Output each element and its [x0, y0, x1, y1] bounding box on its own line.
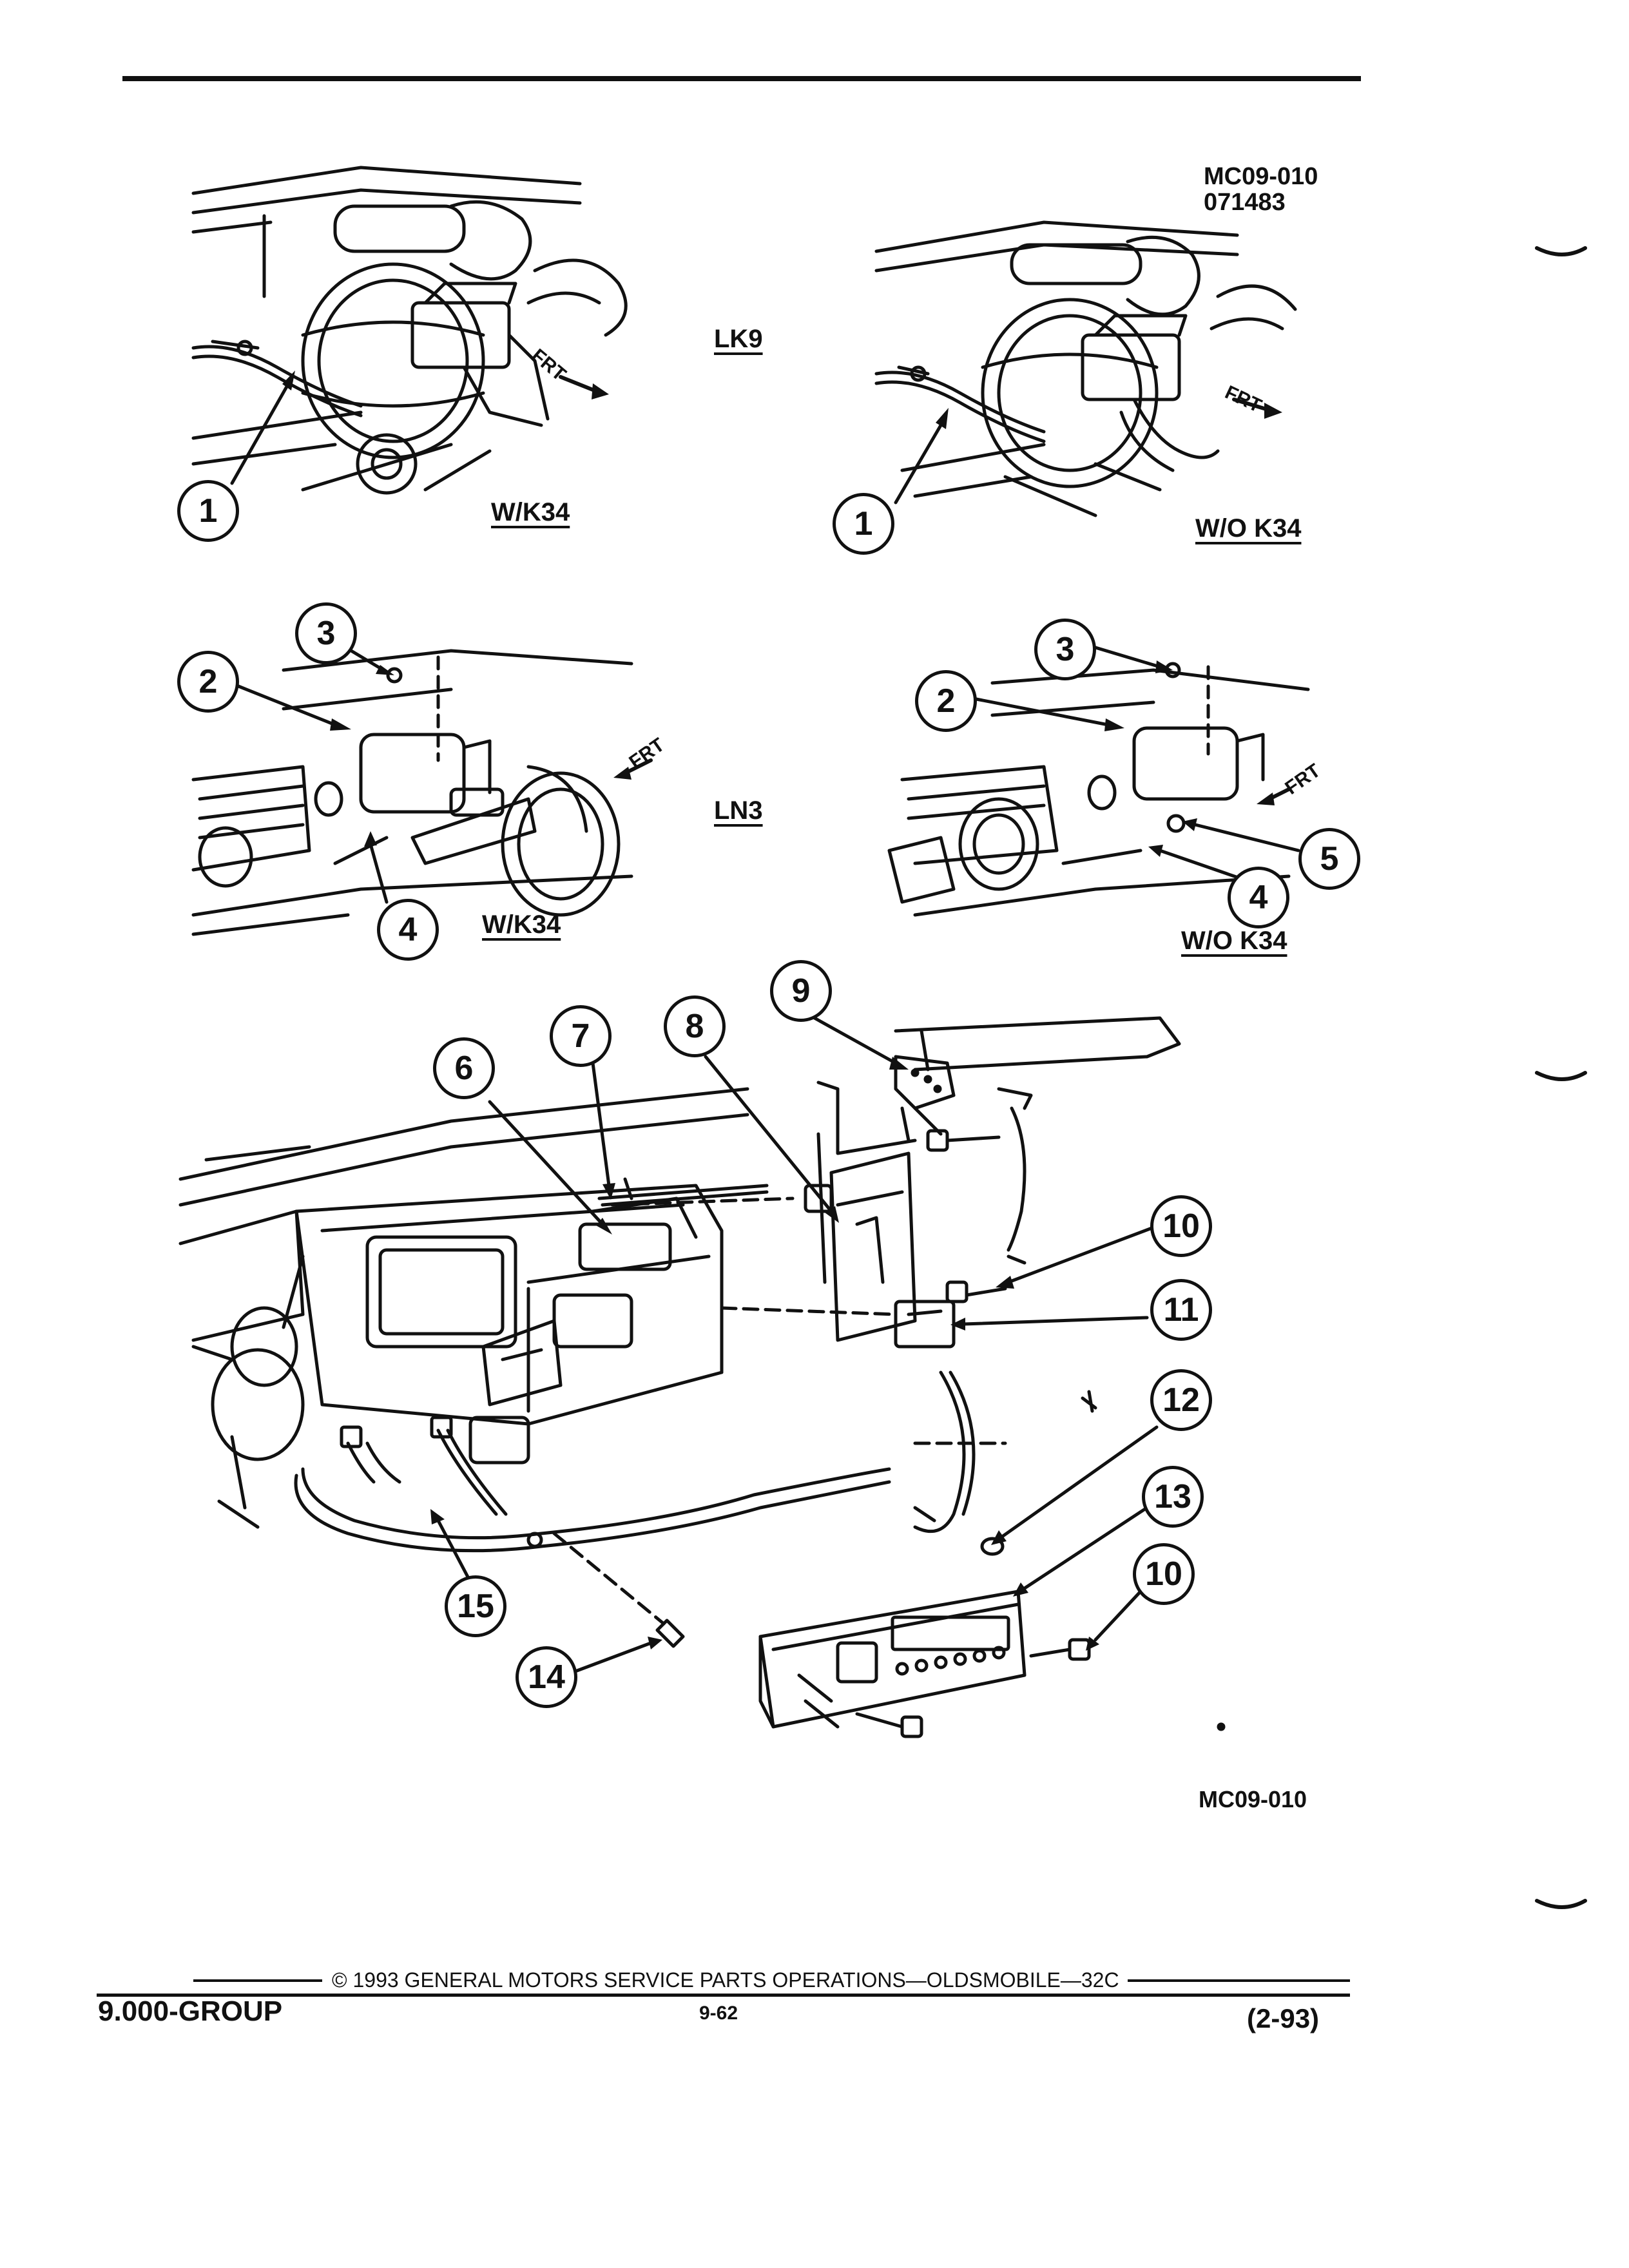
- footer-rule-right: [1128, 1979, 1350, 1982]
- callout-3-left: 3: [295, 602, 357, 664]
- footer-page-number: 9-62: [699, 2003, 738, 2024]
- callout-1-left: 1: [177, 480, 239, 542]
- option-label-ln3-without-k34: W/O K34: [1181, 927, 1287, 955]
- figure-date-top: 071483: [1204, 189, 1286, 216]
- callout-10-lower: 10: [1133, 1543, 1195, 1605]
- callout-12: 12: [1150, 1369, 1212, 1431]
- illustration-lk9-without-k34: [874, 220, 1297, 517]
- illustration-ln3-with-k34: [191, 649, 653, 936]
- top-rule: [122, 76, 1361, 81]
- callout-15: 15: [445, 1575, 506, 1637]
- callout-13: 13: [1142, 1466, 1204, 1528]
- callout-4-left: 4: [377, 899, 439, 961]
- footer-copyright: © 1993 GENERAL MOTORS SERVICE PARTS OPER…: [332, 1968, 1119, 1992]
- footer-group: 9.000-GROUP: [98, 1995, 283, 2027]
- callout-2-right: 2: [915, 670, 977, 732]
- callout-2-left: 2: [177, 651, 239, 713]
- callout-9: 9: [770, 960, 832, 1022]
- callout-8: 8: [664, 995, 726, 1057]
- callout-10-upper: 10: [1150, 1195, 1212, 1257]
- figure-id-top: MC09-010: [1204, 163, 1318, 190]
- callout-1-right: 1: [833, 493, 894, 555]
- illustration-ln3-without-k34: [887, 646, 1310, 917]
- option-label-lk9-with-k34: W/K34: [491, 498, 570, 526]
- option-label-lk9-without-k34: W/O K34: [1195, 514, 1302, 543]
- callout-7: 7: [550, 1005, 612, 1067]
- callout-6: 6: [433, 1037, 495, 1099]
- callout-14: 14: [516, 1646, 577, 1708]
- section-label-lk9: LK9: [714, 325, 763, 353]
- footer-date: (2-93): [1247, 2003, 1320, 2033]
- callout-5: 5: [1298, 828, 1360, 890]
- callout-11: 11: [1150, 1279, 1212, 1341]
- option-label-ln3-with-k34: W/K34: [482, 910, 561, 939]
- footer-rule-left: [193, 1979, 322, 1982]
- figure-id-bottom: MC09-010: [1199, 1786, 1307, 1812]
- illustration-lk9-with-k34: [191, 166, 628, 495]
- illustration-control-assembly: [178, 1013, 1226, 1738]
- section-label-ln3: LN3: [714, 796, 763, 825]
- footer-rule-lower: [97, 1994, 1350, 1997]
- callout-3-right: 3: [1034, 619, 1096, 680]
- callout-4-right: 4: [1228, 867, 1289, 928]
